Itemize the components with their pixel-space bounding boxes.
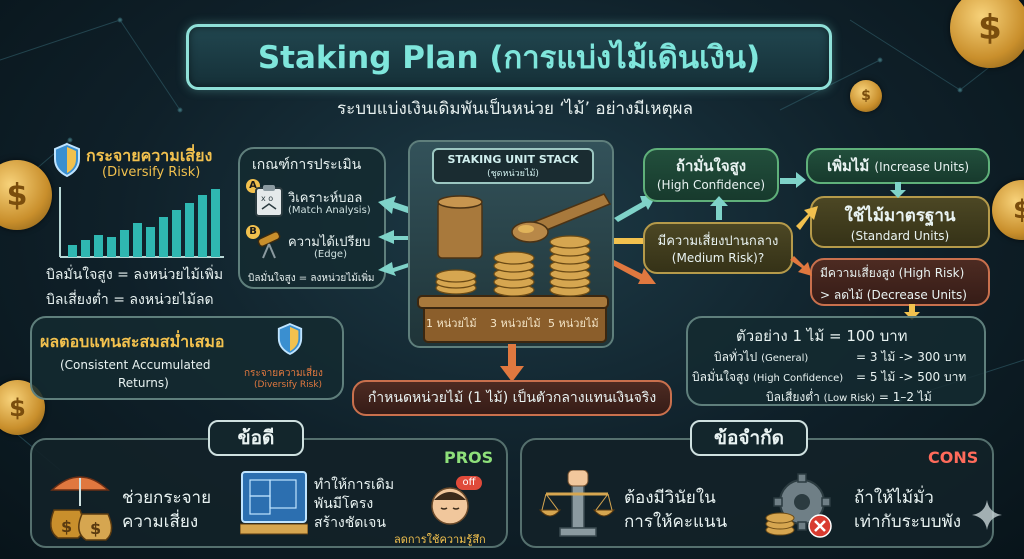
svg-text:x o: x o bbox=[261, 194, 273, 203]
high-risk-line2: > ลดไม้ (Decrease Units) bbox=[820, 288, 967, 302]
criteria-note: บิลมั่นใจสูง = ลงหน่วยไม้เพิ่ม bbox=[248, 273, 375, 284]
telescope-icon bbox=[257, 230, 281, 259]
pros-tag: PROS bbox=[444, 448, 494, 467]
cons-item-1: ต้องมีวินัยใน การให้คะแนน bbox=[624, 488, 728, 532]
cons-tag: CONS bbox=[928, 448, 979, 467]
stack-label-5: 5 หน่วยไม้ bbox=[548, 317, 599, 330]
example-general-value: = 3 ไม้ -> 300 บาท bbox=[856, 350, 967, 364]
increase-en: (Increase Units) bbox=[874, 160, 970, 174]
example-general: บิลทั่วไป (General) bbox=[714, 350, 809, 364]
increase-units-box: เพิ่มไม้ (Increase Units) bbox=[806, 148, 990, 184]
example-low: บิลเสี่ยงต่ำ (Low Risk) = 1–2 ไม้ bbox=[766, 390, 932, 404]
coin-stacks-graphic bbox=[417, 193, 612, 343]
high-risk-line1: มีความเสี่ยงสูง (High Risk) bbox=[820, 266, 965, 280]
rule-high-confidence: บิลมั่นใจสูง = ลงหน่วยไม้เพิ่ม bbox=[46, 267, 224, 283]
pros-item-2: ทำให้การเดิม พันมีโครง สร้างชัดเจน bbox=[314, 477, 395, 531]
cons-header: ข้อจำกัด bbox=[690, 420, 808, 456]
example-high: บิลมั่นใจสูง (High Confidence) bbox=[692, 370, 844, 384]
define-unit-box: กำหนดหน่วยไม้ (1 ไม้) เป็นตัวกลางแทนเงิน… bbox=[352, 380, 672, 416]
calm-face-icon bbox=[431, 487, 469, 525]
broken-gear-icon bbox=[765, 473, 832, 538]
scale-fist-icon bbox=[538, 470, 616, 537]
standard-units-box: ใช้ไม้มาตรฐาน (Standard Units) bbox=[810, 196, 990, 248]
svg-text:$: $ bbox=[61, 517, 72, 536]
page-title: Staking Plan (การแบ่งไม้เดินเงิน) bbox=[186, 24, 832, 90]
criteria-heading: เกณฑ์การประเมิน bbox=[252, 157, 362, 173]
high-confidence-en: (High Confidence) bbox=[656, 178, 766, 192]
define-unit-text: กำหนดหน่วยไม้ (1 ไม้) เป็นตัวกลางแทนเงิน… bbox=[367, 390, 657, 406]
arrow-down-icon bbox=[500, 344, 524, 382]
criteria-edge: ความได้เปรียบ bbox=[288, 235, 371, 250]
growth-bars-graphic bbox=[59, 187, 224, 258]
criteria-panel: เกณฑ์การประเมิน A x o วิเคราะห์บอล (Matc… bbox=[238, 147, 386, 289]
coin-icon: $ bbox=[850, 80, 882, 112]
stack-title: STAKING UNIT STACK bbox=[447, 153, 579, 166]
stack-subtitle: (ชุดหน่วยไม้) bbox=[487, 169, 539, 179]
returns-title: ผลตอบแทนสะสมสม่ำเสมอ bbox=[40, 332, 225, 351]
coin-icon: $ bbox=[950, 0, 1024, 68]
example-panel: ตัวอย่าง 1 ไม้ = 100 บาท บิลทั่วไป (Gene… bbox=[686, 316, 986, 406]
returns-sub-2: Returns) bbox=[118, 376, 169, 390]
criteria-match-analysis-en: (Match Analysis) bbox=[288, 205, 371, 216]
svg-text:$: $ bbox=[90, 519, 101, 538]
returns-panel: ผลตอบแทนสะสมสม่ำเสมอ (Consistent Accumul… bbox=[30, 316, 344, 400]
shield-icon bbox=[277, 323, 303, 355]
diversify-subtitle: (Diversify Risk) bbox=[102, 165, 201, 180]
medium-risk-en: (Medium Risk)? bbox=[671, 251, 765, 265]
pros-item-3: ลดการใช้ความรู้สึก bbox=[394, 533, 486, 546]
returns-sub-1: (Consistent Accumulated bbox=[60, 358, 211, 372]
rule-low-risk: บิลเสี่ยงต่ำ = ลงหน่วยไม้ลด bbox=[46, 292, 214, 308]
standard-en: (Standard Units) bbox=[850, 229, 950, 243]
money-bags-umbrella-icon: $ $ bbox=[50, 476, 113, 541]
cons-panel: CONS ต้องมีวินัยใน การให้คะแนน ถ้าให้ไม้… bbox=[520, 438, 994, 548]
medium-risk-box: มีความเสี่ยงปานกลาง (Medium Risk)? bbox=[643, 222, 793, 274]
badge-b: B bbox=[246, 225, 260, 239]
increase-th: เพิ่มไม้ bbox=[826, 157, 870, 175]
stack-label-1: 1 หน่วยไม้ bbox=[426, 317, 477, 330]
blueprint-icon bbox=[240, 471, 308, 535]
diversify-title: กระจายความเสี่ยง bbox=[86, 146, 213, 165]
clipboard-icon: x o bbox=[255, 185, 283, 217]
example-heading: ตัวอย่าง 1 ไม้ = 100 บาท bbox=[736, 327, 908, 345]
page-subtitle: ระบบแบ่งเงินเดิมพันเป็นหน่วย ‘ไม้’ อย่าง… bbox=[336, 99, 694, 119]
medium-risk-th: มีความเสี่ยงปานกลาง bbox=[657, 234, 779, 249]
high-confidence-th: ถ้ามั่นใจสูง bbox=[675, 157, 747, 175]
arrow-down-icon bbox=[890, 182, 906, 198]
staking-stack-panel: STAKING UNIT STACK (ชุดหน่วยไม้) 1 หน่วย… bbox=[408, 140, 614, 348]
criteria-match-analysis: วิเคราะห์บอล bbox=[288, 191, 363, 206]
example-high-value: = 5 ไม้ -> 500 บาท bbox=[856, 370, 967, 384]
pros-panel: PROS $ $ ช่วยกระจาย ความเสี่ยง ทำให้การเ… bbox=[30, 438, 508, 548]
flow-arrows bbox=[710, 172, 818, 276]
stack-label-3: 3 หน่วยไม้ bbox=[490, 317, 541, 330]
cons-item-2: ถ้าให้ไม้มั่ว เท่ากับระบบพัง bbox=[854, 488, 961, 532]
shield-icon bbox=[54, 142, 80, 178]
high-risk-box: มีความเสี่ยงสูง (High Risk) > ลดไม้ (Dec… bbox=[810, 258, 990, 306]
off-badge: off bbox=[456, 476, 482, 490]
pros-item-1: ช่วยกระจาย ความเสี่ยง bbox=[122, 488, 212, 532]
pros-header: ข้อดี bbox=[208, 420, 304, 456]
returns-tag: กระจายความเสี่ยง bbox=[244, 368, 323, 379]
stack-title-plate: STAKING UNIT STACK (ชุดหน่วยไม้) bbox=[432, 148, 594, 184]
standard-th: ใช้ไม้มาตรฐาน bbox=[844, 206, 956, 226]
returns-tag-en: (Diversify Risk) bbox=[254, 380, 323, 390]
high-confidence-box: ถ้ามั่นใจสูง (High Confidence) bbox=[643, 148, 779, 202]
criteria-edge-en: (Edge) bbox=[314, 249, 347, 260]
sparkle-icon bbox=[972, 500, 1002, 530]
